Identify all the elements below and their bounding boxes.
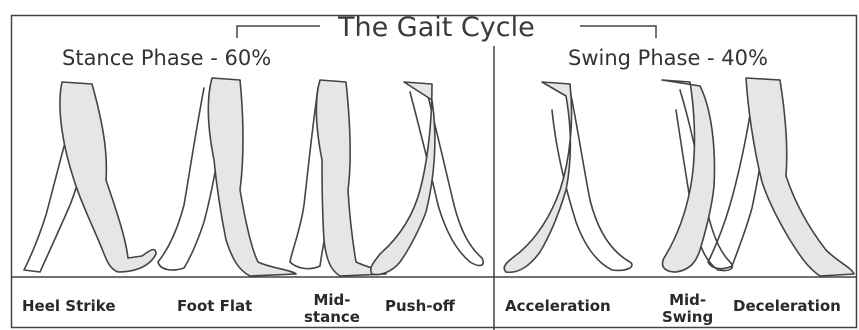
stage-label-acceleration: Acceleration (505, 298, 611, 315)
leg-figure-foot-flat (158, 78, 296, 276)
stance-phase-label: Stance Phase - 60% (62, 46, 271, 70)
leg-figure-mid-swing (662, 80, 732, 272)
stage-label-heel-strike: Heel Strike (22, 298, 116, 315)
stage-label-mid-stance: Mid- stance (304, 292, 360, 326)
stage-label-push-off: Push-off (385, 298, 455, 315)
stage-label-mid-swing: Mid- Swing (662, 292, 713, 326)
stage-label-foot-flat: Foot Flat (177, 298, 252, 315)
leg-figure-mid-stance (290, 80, 386, 276)
diagram-title: The Gait Cycle (338, 12, 535, 43)
swing-phase-label: Swing Phase - 40% (568, 46, 768, 70)
leg-figure-acceleration (504, 82, 632, 272)
leg-figure-deceleration (708, 78, 854, 276)
title-bracket-left (237, 26, 320, 38)
leg-figure-push-off (371, 82, 484, 275)
stage-label-deceleration: Deceleration (733, 298, 841, 315)
leg-figure-heel-strike (24, 82, 156, 272)
title-bracket-right (580, 26, 656, 38)
